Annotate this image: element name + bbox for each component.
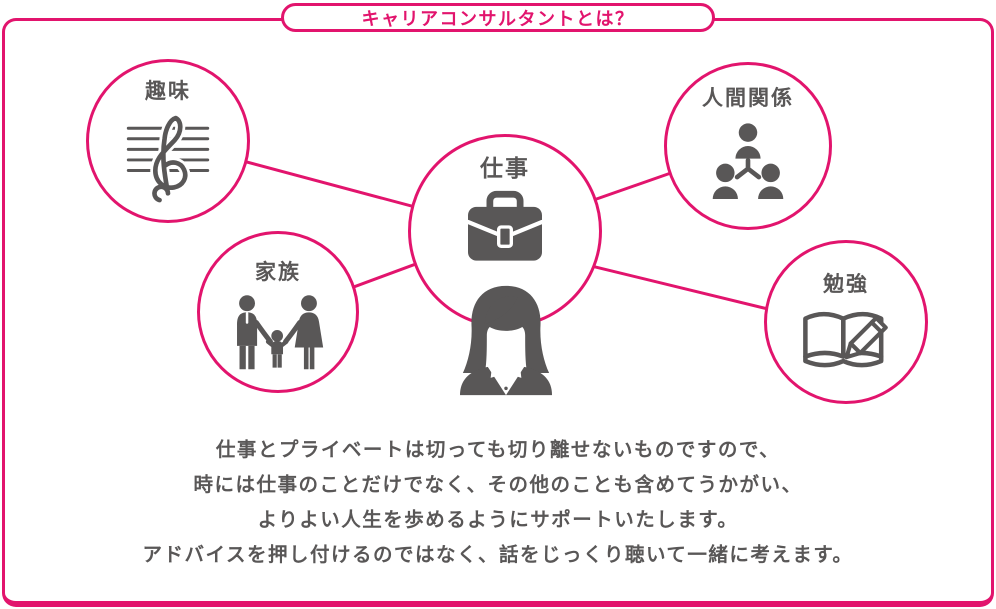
relationships-label: 人間関係 [702, 87, 794, 110]
description-line: 仕事とプライベートは切っても切り離せないものですので、 [215, 439, 781, 461]
people-network-icon [712, 123, 784, 199]
hobby-label: 趣味 [145, 80, 191, 103]
music-staff-icon [126, 113, 210, 206]
businesswoman-icon [460, 285, 552, 396]
circle-relationships: 人間関係 [664, 62, 832, 230]
briefcase-icon [465, 190, 545, 261]
work-label: 仕事 [480, 155, 530, 181]
circle-family: 家族 [197, 231, 359, 393]
circle-study: 勉強 [764, 240, 928, 404]
description: 仕事とプライベートは切っても切り離せないものですので、 時には仕事のことだけでな… [0, 433, 996, 573]
circle-hobby: 趣味 [86, 59, 250, 223]
description-line: アドバイスを押し付けるのではなく、話をじっくり聴いて一緒に考えます。 [142, 544, 854, 566]
family-label: 家族 [255, 261, 301, 284]
page-title: キャリアコンサルタントとは？ [361, 8, 635, 29]
study-label: 勉強 [823, 273, 869, 296]
description-line: よりよい人生を歩めるようにサポートいたします。 [257, 509, 739, 531]
description-line: 時には仕事のことだけでなく、その他のことも含めてうかがい、 [193, 474, 803, 496]
title-badge: キャリアコンサルタントとは？ [281, 3, 715, 32]
family-icon [237, 295, 324, 370]
book-pencil-icon [803, 311, 888, 368]
